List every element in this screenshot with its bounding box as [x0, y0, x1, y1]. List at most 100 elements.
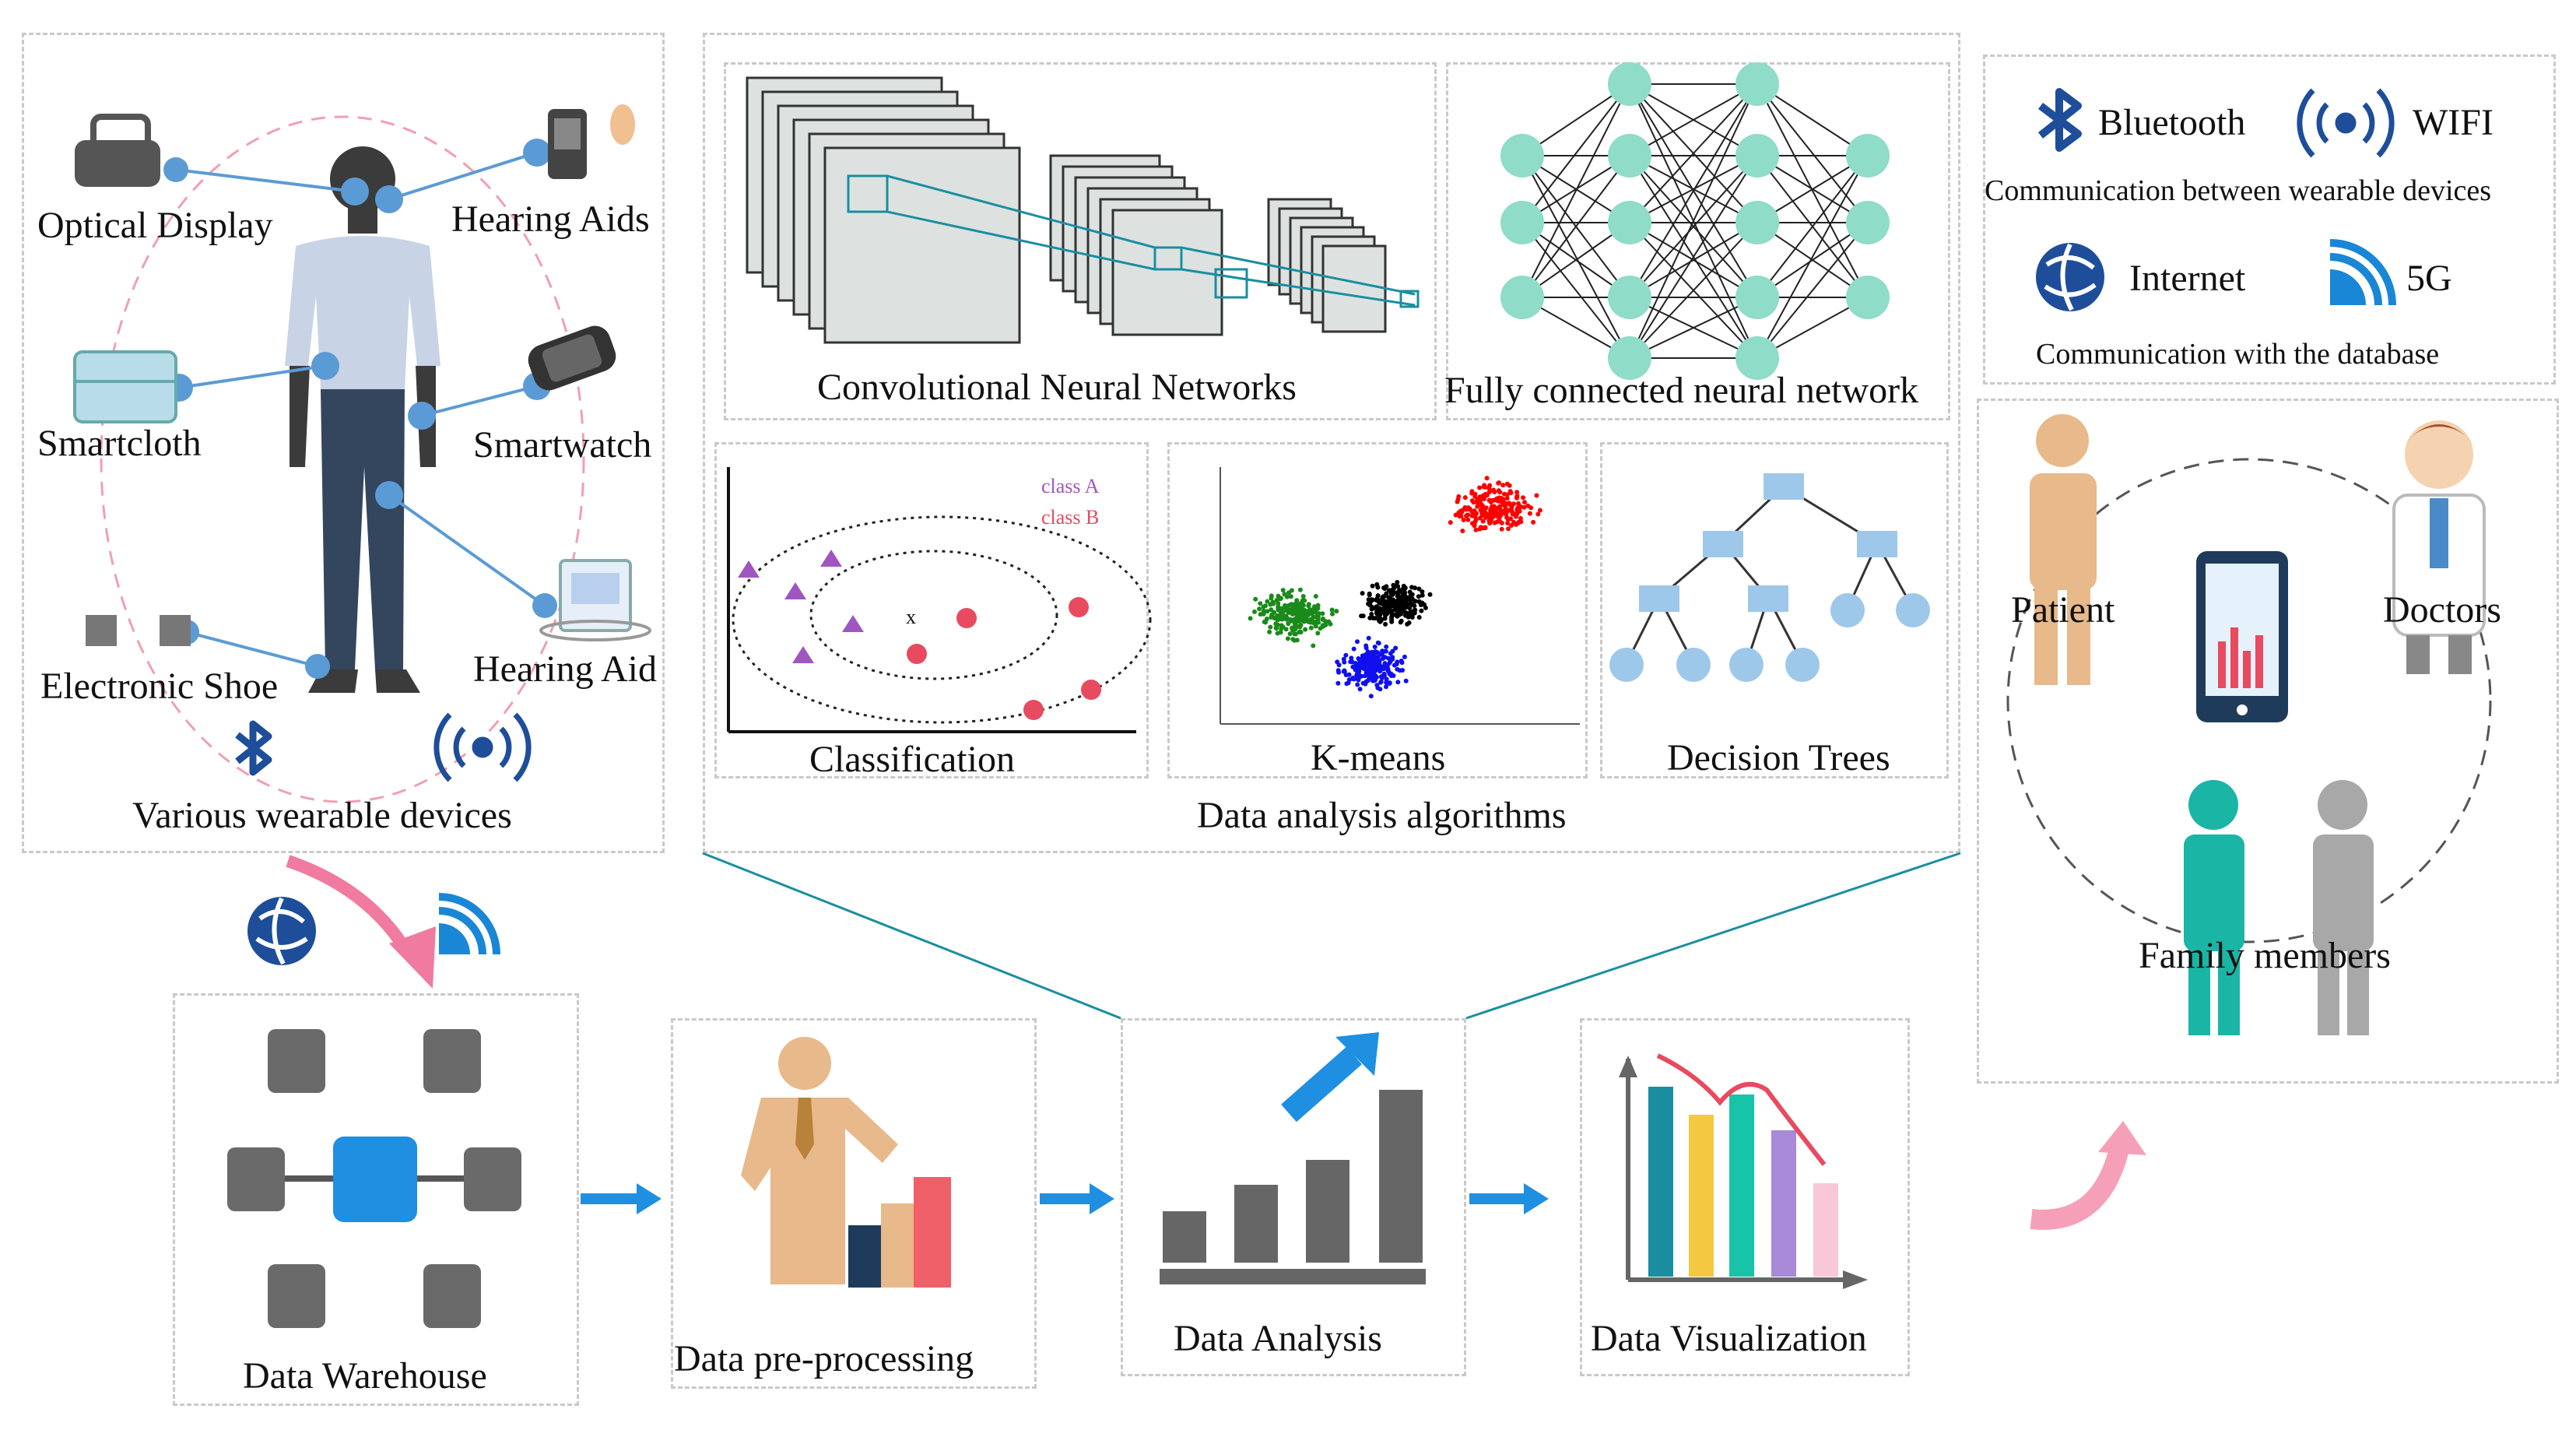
cnn-diagram	[746, 76, 1387, 344]
label-fcnn: Fully connected neural network	[1444, 370, 1919, 411]
wearables-caption: Various wearable devices	[132, 795, 512, 836]
fcnn-node	[1608, 201, 1651, 244]
fcnn-node	[1846, 201, 1890, 244]
fcnn-node	[1500, 276, 1544, 319]
doctor-figure	[2392, 420, 2486, 674]
fcnn-node	[1608, 336, 1651, 380]
fcnn-node	[1735, 201, 1779, 244]
cnn-kernel-lines	[847, 174, 1420, 308]
algorithms-caption: Data analysis algorithms	[1197, 795, 1567, 836]
kmeans-panel	[1167, 442, 1588, 778]
internet-globe-icon-2	[247, 897, 316, 965]
label-bluetooth: Bluetooth	[2098, 102, 2246, 143]
fcnn-node	[1846, 276, 1890, 319]
fcnn-node	[1500, 134, 1544, 177]
wearables-panel	[22, 33, 665, 853]
label-5g: 5G	[2406, 258, 2452, 299]
pink-up-arrow	[2030, 1143, 2130, 1230]
fcnn-node	[1608, 276, 1651, 319]
patient-figure	[2030, 414, 2097, 685]
label-data-analysis: Data Analysis	[1174, 1318, 1382, 1359]
kmeans-plot	[1220, 467, 1580, 725]
vr-headset-icon	[75, 114, 160, 187]
analysis-bar-chart-icon	[1160, 1090, 1426, 1284]
label-between-devices: Communication between wearable devices	[1985, 174, 2492, 207]
label-classification: Classification	[809, 739, 1015, 780]
label-with-database: Communication with the database	[2036, 338, 2440, 371]
decision-tree-nodes	[1609, 473, 1930, 682]
label-optical-display: Optical Display	[37, 205, 273, 246]
cluster-green	[1248, 587, 1339, 648]
5g-signal-icon-2	[438, 893, 500, 955]
fcnn-edges	[1521, 83, 1869, 359]
decision-tree	[1625, 485, 1914, 664]
label-wifi: WIFI	[2413, 102, 2494, 143]
fcnn-node	[1608, 134, 1651, 177]
label-hearing-aid: Hearing Aid	[473, 648, 657, 690]
label-patient: Patient	[2011, 589, 2115, 631]
database-icon	[227, 1029, 521, 1328]
wearable-connectors	[175, 151, 546, 668]
pink-curved-arrow	[286, 855, 410, 952]
preprocessing-illustration	[741, 1037, 951, 1288]
label-family-members: Family members	[2139, 935, 2391, 976]
bluetooth-icon	[235, 720, 272, 776]
label-data-warehouse: Data Warehouse	[243, 1355, 487, 1397]
label-smartcloth: Smartcloth	[37, 423, 202, 464]
shoe-icon	[86, 615, 191, 646]
family-member-grey	[2313, 780, 2374, 1035]
fcnn-node	[1846, 134, 1890, 177]
label-data-visualization: Data Visualization	[1591, 1318, 1867, 1359]
wifi-broadcast-icon	[433, 712, 532, 782]
analysis-panel	[1121, 1018, 1466, 1376]
decision-trees-panel	[1600, 442, 1949, 778]
cluster-blue	[1335, 635, 1409, 699]
classification-panel	[714, 442, 1149, 778]
label-class-a: class A	[1041, 475, 1100, 497]
preprocessing-panel	[671, 1018, 1037, 1389]
internet-globe-icon	[2036, 243, 2104, 311]
visualization-panel	[1580, 1018, 1910, 1376]
label-point-x: x	[906, 606, 916, 628]
label-class-b: class B	[1041, 506, 1100, 529]
smartphone-icon	[2196, 551, 2288, 722]
visualization-chart-icon	[1619, 1053, 1868, 1289]
hearing-aids-icon	[548, 104, 635, 179]
fcnn-node	[1608, 62, 1651, 106]
cnn-panel	[724, 62, 1437, 420]
database-cluster	[227, 1029, 521, 1328]
family-member-teal	[2184, 780, 2244, 1035]
smartcloth-icon	[73, 350, 177, 423]
fcnn-node	[1735, 62, 1779, 106]
wifi-icon	[2297, 88, 2395, 158]
fcnn-node	[1735, 336, 1779, 380]
label-doctors: Doctors	[2383, 589, 2501, 631]
label-internet: Internet	[2129, 258, 2246, 299]
wearables-ellipse	[100, 115, 585, 803]
label-kmeans: K-means	[1311, 737, 1446, 778]
label-hearing-aids: Hearing Aids	[451, 199, 650, 240]
smartwatch-icon	[528, 325, 616, 391]
label-smartwatch: Smartwatch	[473, 424, 652, 466]
fcnn-node	[1735, 134, 1779, 177]
algorithms-panel	[703, 33, 1960, 853]
fcnn-node	[1500, 201, 1544, 244]
label-data-preprocessing: Data pre-processing	[674, 1338, 974, 1379]
cluster-red	[1448, 476, 1542, 533]
users-panel	[1977, 399, 2559, 1084]
label-electronic-shoe: Electronic Shoe	[40, 666, 279, 707]
label-cnn: Convolutional Neural Networks	[817, 367, 1297, 408]
fcnn-node	[1735, 276, 1779, 319]
analysis-up-arrow	[1281, 1046, 1362, 1123]
classification-plot	[727, 467, 1152, 733]
hearing-aid-device-icon	[539, 559, 651, 641]
5g-signal-icon	[2329, 239, 2396, 306]
bluetooth-icon-comm	[2037, 88, 2082, 152]
cluster-black	[1359, 580, 1433, 627]
label-decision-trees: Decision Trees	[1667, 737, 1890, 778]
users-dashed-circle	[2006, 458, 2492, 943]
fcnn-panel	[1446, 62, 1950, 420]
fcnn-nodes	[1500, 62, 1890, 380]
warehouse-panel	[173, 993, 579, 1406]
